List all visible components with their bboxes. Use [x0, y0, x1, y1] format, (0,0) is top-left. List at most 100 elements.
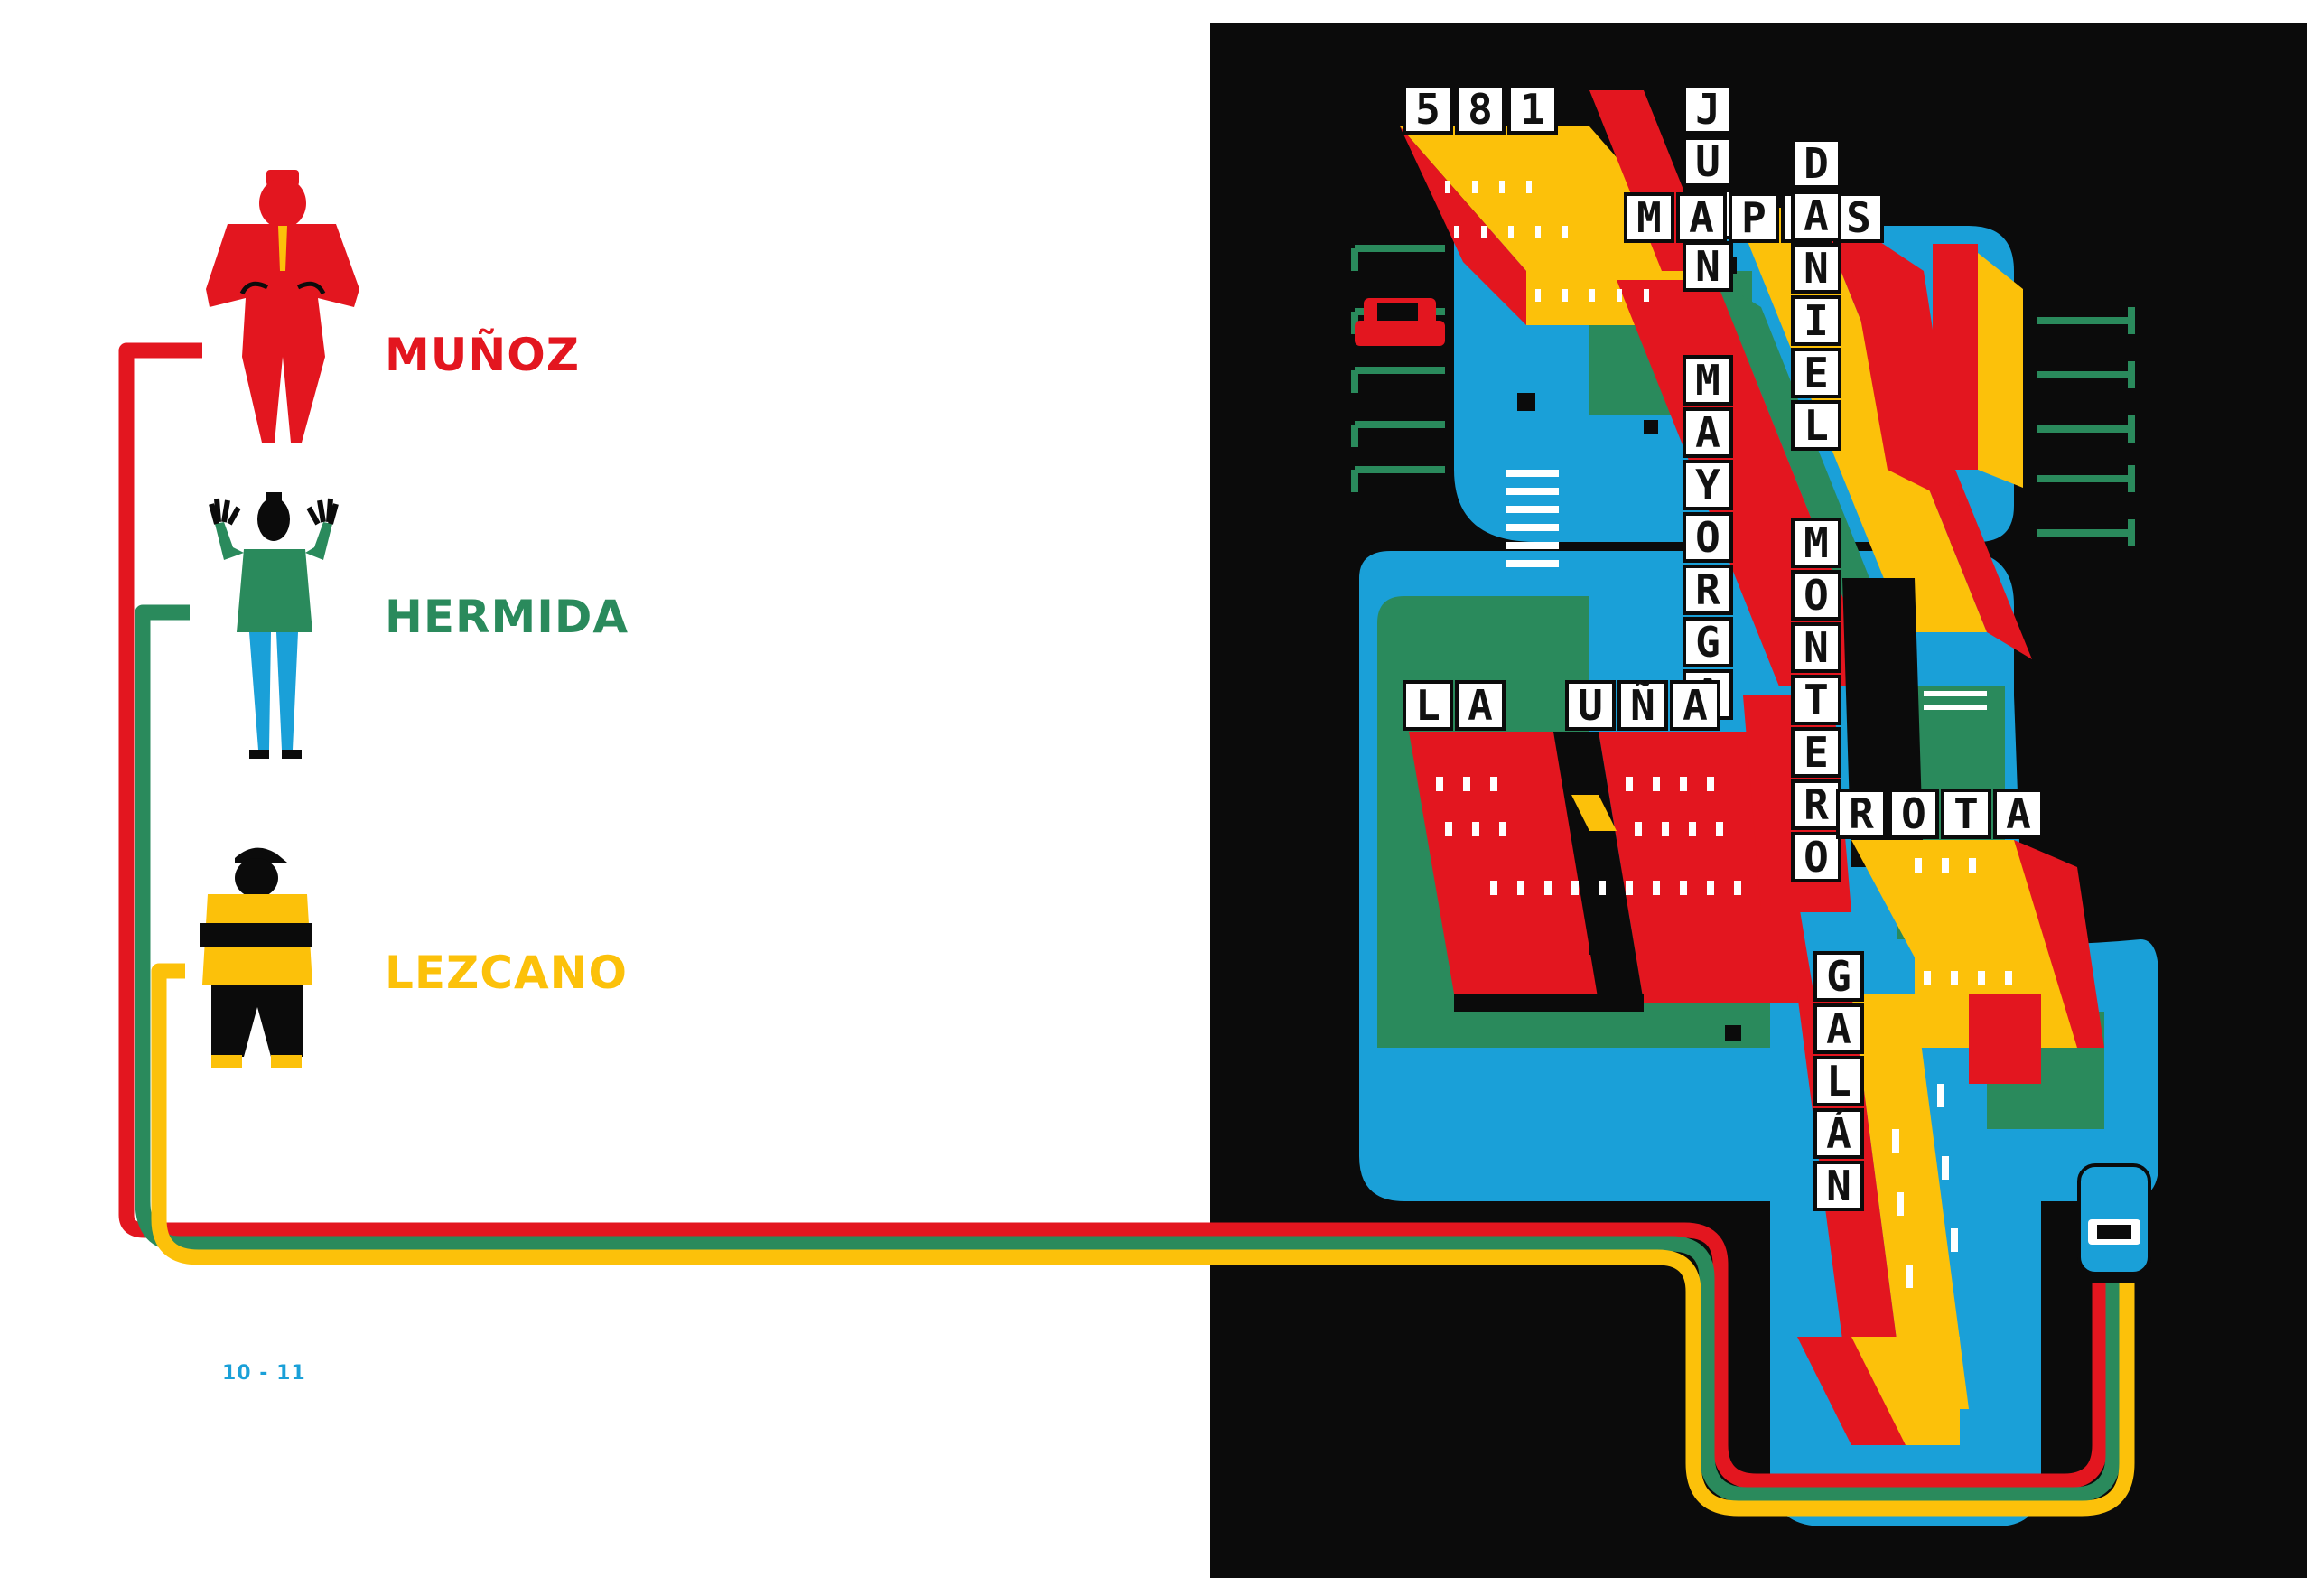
crossword-tile: [1791, 138, 1841, 189]
suspect-name-lezcano: LEZCANO: [385, 947, 629, 999]
crossword-tile: [1683, 241, 1733, 292]
green-sweater-man-hands-up-figure: [209, 492, 339, 759]
crossword-letter: P: [1741, 193, 1767, 242]
crossword-letter: J: [1695, 85, 1720, 134]
crossword-letter: 1: [1520, 85, 1545, 134]
crossword-letter: M: [1695, 356, 1720, 405]
crossword-tile: [1403, 680, 1453, 731]
windows: [1436, 181, 2012, 1288]
crossword-letter: O: [1901, 789, 1926, 838]
crossword-letter: R: [1804, 780, 1829, 829]
crossword-letter: G: [1826, 952, 1851, 1001]
crossword-letter: M: [1804, 518, 1829, 567]
crossword-letter: E: [1804, 728, 1829, 777]
red-parked-car: [1355, 298, 1445, 346]
suspect-name-munoz: MUÑOZ: [385, 329, 580, 381]
yellow-shirt-man-arms-crossed-figure: [200, 847, 312, 1068]
crossword-letter: L: [1826, 1057, 1851, 1106]
crossword-letter: E: [1804, 349, 1829, 397]
crossword-letter: G: [1695, 618, 1720, 667]
crossword-letter: Á: [1826, 1109, 1851, 1158]
crossword-letter: M: [1636, 193, 1662, 242]
crossword-tile: [1836, 789, 1887, 839]
crossword-letter: Ñ: [1630, 681, 1655, 730]
crossword-tile: [1683, 565, 1733, 615]
crossword-tile: [1791, 675, 1841, 725]
crossword-tile: [1813, 1056, 1864, 1106]
crossword-letter: N: [1826, 1162, 1851, 1210]
crossword-letter: N: [1804, 623, 1829, 672]
crossword-letter: Y: [1695, 461, 1720, 509]
crossword-tile: [1676, 192, 1727, 243]
crossword-tile: [1683, 84, 1733, 135]
crossword-tile: [1791, 727, 1841, 778]
crossword-tile: [1791, 832, 1841, 882]
crossword-tile: [1617, 680, 1668, 731]
crossword-tile: [1565, 680, 1616, 731]
zebra-crossing: [1506, 470, 1987, 710]
crossword-tile: [1813, 1003, 1864, 1054]
crossword-tile: [1993, 789, 2044, 839]
crossword-tile: [1791, 191, 1841, 241]
crossword-letter: 8: [1468, 85, 1493, 134]
crossword-tile: [1729, 192, 1779, 243]
crossword-tile: [1791, 518, 1841, 568]
trail-lezcano: [151, 963, 2135, 1517]
crossword-letter: O: [1695, 513, 1720, 562]
crossword-tile: [1683, 460, 1733, 510]
crossword-letter: I: [1804, 296, 1829, 345]
crossword-tile: [1791, 348, 1841, 398]
crossword-tile: [1624, 192, 1674, 243]
crossword-letter: A: [2006, 789, 2031, 838]
crossword-letter: 5: [1415, 85, 1440, 134]
crossword-tile: [1683, 407, 1733, 458]
crossword-letter: U: [1695, 137, 1720, 186]
crossword-tile: [1791, 400, 1841, 451]
crossword-tile: [1683, 617, 1733, 667]
crossword-tile: [1813, 1108, 1864, 1159]
crossword-tile: [1888, 789, 1939, 839]
crossword-letter: A: [1695, 408, 1720, 457]
crossword-tile: [1670, 680, 1720, 731]
crossword-tile: [1455, 84, 1506, 135]
parking-right: [2037, 307, 2135, 546]
crossword-letter: A: [1468, 681, 1493, 730]
page-folio: 10 - 11: [222, 1362, 306, 1385]
crossword-tile: [1791, 570, 1841, 621]
getaway-car: [2077, 1163, 2151, 1275]
crossword-letter: T: [1953, 789, 1979, 838]
crossword-tile: [1455, 680, 1506, 731]
suspect-trails: [118, 342, 2135, 1517]
crossword-letter: L: [1415, 681, 1440, 730]
crossword: 581JUANMAPASDANIELMAYORGALAUÑAMONTEROROT…: [1403, 84, 2044, 1211]
crossword-letter: O: [1804, 571, 1829, 620]
crossword-letter: O: [1804, 833, 1829, 882]
crossword-tile: [1683, 512, 1733, 563]
crossword-letter: A: [1826, 1004, 1851, 1053]
crossword-tile: [1683, 136, 1733, 187]
crossword-tile: [1813, 1161, 1864, 1211]
crossword-letter: T: [1804, 676, 1829, 724]
crossword-letter: R: [1695, 565, 1720, 614]
crossword-tile: [1683, 355, 1733, 406]
crossword-letter: R: [1849, 789, 1874, 838]
crossword-letter: U: [1578, 681, 1603, 730]
crossword-tile: [1791, 622, 1841, 673]
crossword-letter: A: [1804, 191, 1829, 240]
crossword-tile: [1791, 295, 1841, 346]
crossword-tile: [1833, 192, 1884, 243]
crossword-letter: D: [1804, 139, 1829, 188]
suspect-name-hermida: HERMIDA: [385, 591, 629, 643]
crossword-letter: A: [1683, 681, 1708, 730]
crossword-tile: [1941, 789, 1991, 839]
crossword-letter: N: [1804, 244, 1829, 293]
crossword-tile: [1507, 84, 1558, 135]
trail-munoz: [118, 342, 2108, 1489]
crossword-tile: [1403, 84, 1453, 135]
red-suit-man-figure: [206, 170, 359, 443]
crossword-tile: [1813, 951, 1864, 1002]
crossword-letter: L: [1804, 401, 1829, 450]
crossword-letter: A: [1689, 193, 1714, 242]
crossword-letter: S: [1846, 193, 1871, 242]
